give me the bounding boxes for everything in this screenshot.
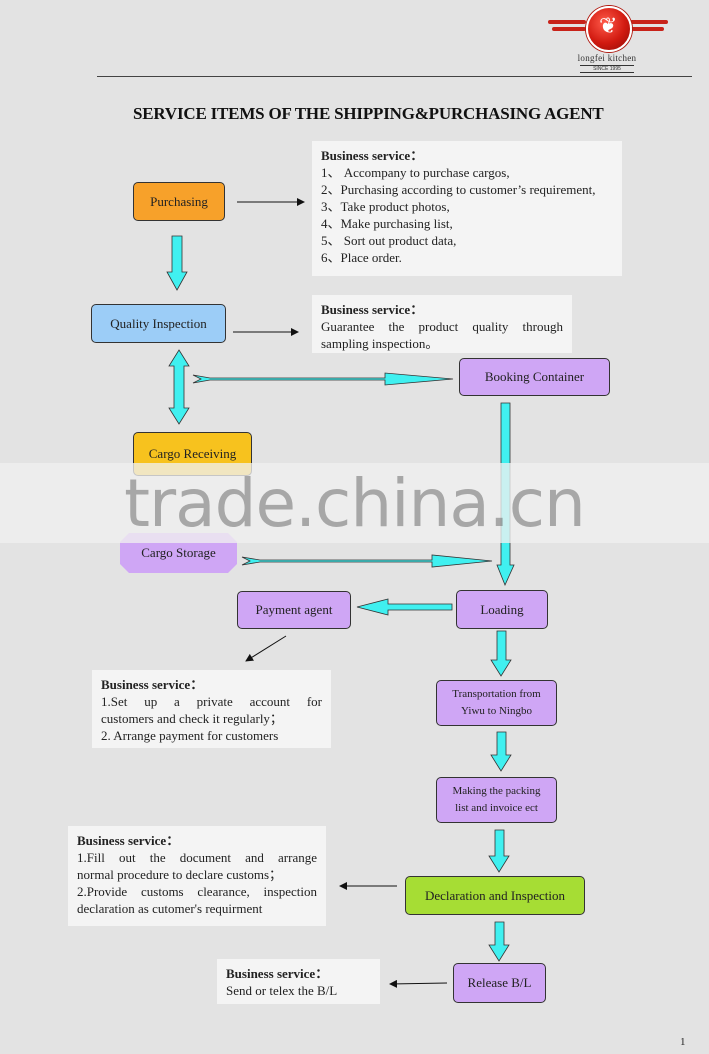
arrow-payment-to-info	[245, 635, 287, 662]
info-line: 2. Arrange payment for customers	[101, 728, 279, 743]
node-loading: Loading	[456, 590, 548, 629]
node-booking-container: Booking Container	[459, 358, 610, 396]
node-release-bl: Release B/L	[453, 963, 546, 1003]
arrow-loading-to-transport	[490, 630, 512, 677]
logo-brand-text: longfei kitchen	[577, 53, 637, 63]
arrow-quality-cargo-bidirectional	[168, 349, 190, 425]
logo-wing-right-2	[630, 27, 664, 31]
node-declaration-inspection: Declaration and Inspection	[405, 876, 585, 915]
node-packing-line2: list and invoice ect	[455, 802, 538, 814]
info-line: 3、Take product photos,	[321, 199, 450, 214]
company-logo: ❦ longfei kitchen SINCE 1995	[546, 6, 668, 73]
info-line: 2.Provide customs clearance, inspection	[77, 884, 317, 899]
info-box-quality: Business service： Guarantee the product …	[312, 295, 572, 353]
arrow-loading-to-payment	[356, 598, 453, 616]
node-payment-agent: Payment agent	[237, 591, 351, 629]
logo-wing-left-2	[552, 27, 586, 31]
page-title: SERVICE ITEMS OF THE SHIPPING&PURCHASING…	[133, 104, 604, 123]
page-number: 1	[680, 1036, 686, 1048]
node-transportation-line1: Transportation from	[452, 688, 541, 700]
fish-logo-icon: ❦	[586, 6, 632, 52]
info-line: 5、 Sort out product data,	[321, 233, 457, 248]
node-packing-list: Making the packing list and invoice ect	[436, 777, 557, 823]
info-heading: Business service：	[226, 966, 329, 981]
node-transportation: Transportation from Yiwu to Ningbo	[436, 680, 557, 726]
info-heading: Business service：	[101, 677, 204, 692]
info-line: 1.Set up a private account for	[101, 694, 322, 709]
arrow-packing-to-declaration	[488, 829, 510, 873]
info-box-payment: Business service： 1.Set up a private acc…	[92, 670, 331, 748]
arrow-declaration-to-release	[488, 921, 510, 962]
arrow-quality-to-booking	[192, 372, 454, 386]
info-heading: Business service：	[321, 148, 424, 163]
info-line: sampling inspection。	[321, 336, 439, 351]
info-heading: Business service：	[321, 302, 424, 317]
info-line: declaration as cutomer's requirment	[77, 901, 263, 916]
node-purchasing: Purchasing	[133, 182, 225, 221]
watermark-text: trade.china.cn	[124, 464, 586, 542]
arrow-purchasing-to-quality	[166, 235, 188, 291]
info-line: 4、Make purchasing list,	[321, 216, 453, 231]
info-line: 6、Place order.	[321, 250, 402, 265]
info-line: normal procedure to declare customs；	[77, 867, 283, 882]
info-line: 2、Purchasing according to customer’s req…	[321, 182, 596, 197]
info-heading: Business service：	[77, 833, 180, 848]
node-packing-line1: Making the packing	[452, 785, 541, 797]
info-box-purchasing: Business service： 1、 Accompany to purcha…	[312, 141, 622, 276]
arrow-release-to-info	[389, 979, 448, 988]
node-quality-inspection: Quality Inspection	[91, 304, 226, 343]
arrow-storage-to-loading	[241, 554, 493, 568]
info-line: Send or telex the B/L	[226, 983, 338, 998]
info-box-declaration: Business service： 1.Fill out the documen…	[68, 826, 326, 926]
info-line: customers and check it regularly；	[101, 711, 283, 726]
node-transportation-line2: Yiwu to Ningbo	[461, 705, 532, 717]
arrow-transport-to-packing	[490, 731, 512, 772]
info-line: 1、 Accompany to purchase cargos,	[321, 165, 510, 180]
logo-wing-left	[548, 20, 586, 24]
logo-wing-right	[630, 20, 668, 24]
info-line: 1.Fill out the document and arrange	[77, 850, 317, 865]
info-line: Guarantee the product quality through	[321, 319, 563, 334]
logo-since-text: SINCE 1995	[580, 65, 634, 73]
info-box-release: Business service： Send or telex the B/L	[217, 959, 380, 1004]
watermark-band	[0, 463, 709, 543]
header-divider	[97, 76, 692, 77]
